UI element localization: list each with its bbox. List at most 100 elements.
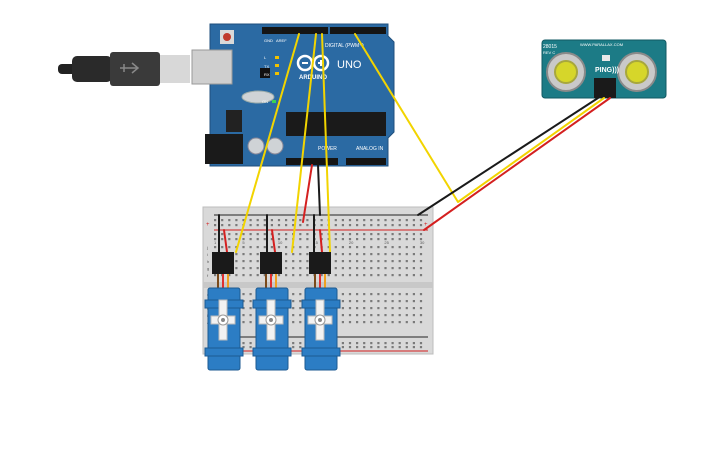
terminal-hole: [377, 267, 380, 270]
rail-hole: [299, 219, 302, 222]
rail-hole: [242, 219, 245, 222]
terminal-hole: [391, 253, 394, 256]
terminal-hole: [341, 307, 344, 310]
terminal-hole: [249, 321, 252, 324]
rail-hole: [320, 219, 323, 222]
terminal-hole: [292, 293, 295, 296]
terminal-hole: [299, 321, 302, 324]
terminal-hole: [348, 293, 352, 296]
rx-led: [275, 72, 279, 75]
rail-hole: [384, 224, 387, 227]
usb-plug-metal: [160, 55, 190, 83]
rail-hole: [306, 224, 309, 227]
rail-hole: [242, 342, 245, 345]
rail-hole: [235, 233, 238, 236]
tx-led: [275, 64, 279, 67]
terminal-hole: [370, 321, 373, 324]
terminal-hole: [249, 300, 252, 303]
wire-sensor-gnd: [417, 97, 599, 216]
reset-button-cap: [223, 33, 231, 41]
rail-hole: [377, 219, 380, 222]
voltage-regulator: [226, 110, 242, 132]
terminal-hole: [256, 267, 259, 270]
rail-hole: [356, 238, 359, 241]
rail-hole: [377, 346, 380, 349]
terminal-hole: [363, 246, 366, 249]
rail-hole: [363, 219, 366, 222]
rail-hole: [398, 238, 401, 241]
terminal-hole: [412, 307, 415, 310]
digital-header-left: [262, 27, 328, 34]
row-letter: g: [207, 266, 209, 271]
tx-led-label: TX: [264, 64, 269, 69]
rail-hole: [384, 238, 387, 241]
rail-hole: [405, 233, 408, 236]
rail-hole: [249, 238, 252, 241]
terminal-hole: [299, 307, 302, 310]
terminal-hole: [419, 314, 423, 317]
rail-hole: [221, 233, 224, 236]
terminal-hole: [356, 314, 359, 317]
transducer-left-mesh: [554, 60, 578, 84]
rail-hole: [256, 224, 259, 227]
rail-hole: [277, 238, 281, 241]
terminal-hole: [398, 253, 401, 256]
rail-hole: [356, 219, 359, 222]
rail-plus-sign: +: [206, 222, 210, 228]
terminal-hole: [306, 274, 309, 277]
terminal-hole: [299, 267, 302, 270]
rail-hole: [341, 219, 344, 222]
terminal-hole: [405, 321, 408, 324]
servo-connector: [212, 252, 234, 274]
terminal-hole: [377, 246, 380, 249]
column-number: 15: [313, 240, 318, 245]
terminal-hole: [356, 307, 359, 310]
terminal-hole: [242, 293, 245, 296]
terminal-hole: [249, 260, 252, 263]
rail-hole: [242, 346, 245, 349]
servo-screw: [221, 318, 225, 322]
terminal-hole: [292, 307, 295, 310]
terminal-hole: [292, 260, 295, 263]
wires: [218, 33, 611, 253]
rail-hole: [405, 342, 408, 345]
rail-hole: [398, 342, 401, 345]
rail-hole: [419, 238, 423, 241]
terminal-hole: [370, 246, 373, 249]
rail-hole: [419, 342, 423, 345]
rail-hole: [306, 233, 309, 236]
terminal-hole: [249, 246, 252, 249]
terminal-hole: [384, 293, 387, 296]
rail-hole: [277, 233, 281, 236]
servo-motor-3: [301, 252, 341, 371]
servo-connector: [309, 252, 331, 274]
rail-hole: [391, 346, 394, 349]
terminal-hole: [348, 321, 352, 324]
terminal-hole: [384, 321, 387, 324]
terminal-hole: [419, 293, 423, 296]
terminal-hole: [398, 307, 401, 310]
rail-hole: [363, 233, 366, 236]
rail-hole: [214, 233, 217, 236]
crystal: [241, 90, 275, 104]
l-led: [275, 56, 279, 59]
terminal-hole: [249, 307, 252, 310]
rail-hole: [214, 238, 217, 241]
rail-hole: [277, 224, 281, 227]
rail-hole: [405, 238, 408, 241]
terminal-hole: [377, 321, 380, 324]
terminal-hole: [377, 274, 380, 277]
terminal-hole: [384, 246, 387, 249]
terminal-hole: [228, 246, 231, 249]
wire-servo3-signal: [321, 33, 331, 253]
terminal-hole: [256, 274, 259, 277]
terminal-hole: [242, 321, 245, 324]
rail-hole: [341, 238, 344, 241]
terminal-hole: [419, 274, 423, 277]
rail-hole: [391, 224, 394, 227]
terminal-hole: [391, 321, 394, 324]
terminal-hole: [412, 253, 415, 256]
rail-hole: [391, 233, 394, 236]
terminal-hole: [334, 253, 337, 256]
